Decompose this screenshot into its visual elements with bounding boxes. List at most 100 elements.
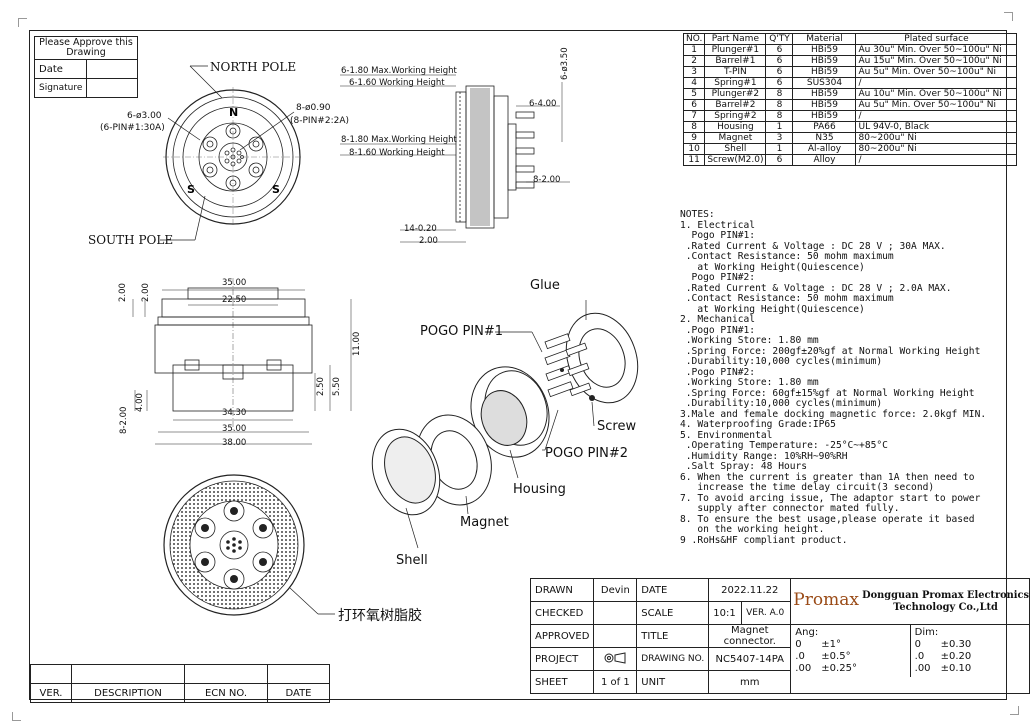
drawing-no-value: NC5407-14PA xyxy=(708,647,792,671)
drawn-label: DRAWN xyxy=(529,578,595,602)
corner-mark xyxy=(1004,12,1013,21)
scale-label: SCALE xyxy=(636,601,710,625)
side-dim-pin2-work: 8-1.60 Working Height xyxy=(349,148,445,158)
tolerance-precision: .00 xyxy=(914,663,931,674)
dim-rows: 0 ±0.30 .0 ±0.20 .00 ±0.10 xyxy=(915,639,1025,675)
approval-title: Please Approve this Drawing xyxy=(34,36,138,60)
exploded-label-screw: Screw xyxy=(597,419,637,434)
company-name-line2: Technology Co.,Ltd xyxy=(893,601,998,613)
side-dim-pin2-max: 8-1.80 Max.Working Height xyxy=(341,135,457,145)
parts-cell: 11 xyxy=(682,154,706,166)
parts-cell: Screw(M2.0) xyxy=(704,154,767,166)
side-dim-flange: 2.00 xyxy=(419,236,438,246)
pin2-dimension: 8-ø0.90 xyxy=(296,103,331,113)
title-value: Magnet connector. xyxy=(708,624,792,648)
tolerance-precision: 0 xyxy=(795,639,802,650)
section-dim-35-bot: 35.00 xyxy=(222,424,247,434)
section-dim-3430: 34.30 xyxy=(222,408,247,418)
technical-notes: NOTES: 1. Electrical Pogo PIN#1: .Rated … xyxy=(680,209,987,546)
unit-value: mm xyxy=(708,670,792,694)
side-view xyxy=(340,74,570,243)
unit-label: UNIT xyxy=(636,670,710,694)
drawing-no-label: DRAWING NO. xyxy=(636,647,710,671)
pin1-dimension: 6-ø3.00 xyxy=(127,111,162,121)
drawn-value: Devin xyxy=(593,578,638,602)
parts-cell: Plunger#1 xyxy=(704,44,767,56)
project-label: PROJECT xyxy=(529,647,595,671)
section-dim-35-top: 35.00 xyxy=(222,278,247,288)
approval-signature-label: Signature xyxy=(33,78,88,98)
exploded-label-pogo1: POGO PIN#1 xyxy=(420,324,504,339)
side-dim-pin-length: 6-4.00 xyxy=(529,99,557,109)
sheet-label: SHEET xyxy=(529,670,595,694)
side-dim-pin1-max: 6-1.80 Max.Working Height xyxy=(341,66,457,76)
promax-logo: Promax xyxy=(793,589,859,610)
tolerance-value: ±1° xyxy=(821,639,842,650)
side-dim-gap: 14-0.20 xyxy=(404,224,437,234)
projection-symbol xyxy=(593,647,638,671)
rev-description-header: DESCRIPTION xyxy=(71,683,185,703)
rev-date-header: DATE xyxy=(267,683,330,703)
tolerance-value: ±0.10 xyxy=(940,663,972,674)
section-dim-2250: 22.50 xyxy=(222,295,247,305)
date-label: DATE xyxy=(636,578,710,602)
rear-view xyxy=(163,474,305,616)
corner-mark xyxy=(12,712,21,721)
corner-mark xyxy=(18,18,27,27)
approval-signature-field[interactable] xyxy=(86,78,138,98)
exploded-label-glue: Glue xyxy=(530,278,560,293)
tolerance-precision: .00 xyxy=(795,663,812,674)
checked-label: CHECKED xyxy=(529,601,595,625)
title-block: DRAWN Devin DATE 2022.11.22 Promax Dongg… xyxy=(529,578,1030,694)
rev-ver-header: VER. xyxy=(30,683,72,703)
title-label: TITLE xyxy=(636,624,710,648)
exploded-label-housing: Housing xyxy=(513,482,566,497)
section-dim-3800: 38.00 xyxy=(222,438,247,448)
tolerance-precision: .0 xyxy=(914,651,925,662)
rev-ecn-header: ECN NO. xyxy=(184,683,268,703)
corner-mark xyxy=(1010,706,1019,715)
north-mark: N xyxy=(229,106,238,119)
tolerance-row: .00 ±0.10 xyxy=(915,663,1025,675)
ang-label: Ang: xyxy=(795,627,819,638)
tolerance-row: .0 ±0.5° xyxy=(795,651,905,663)
parts-cell: / xyxy=(855,154,1018,166)
tolerance-value: ±0.25° xyxy=(821,663,857,674)
exploded-view xyxy=(371,300,639,549)
side-dim-pin1-work: 6-1.60 Working Height xyxy=(349,78,445,88)
south-mark-left: S xyxy=(187,183,195,196)
company-name-line1: Dongguan Promax Electronics xyxy=(862,589,1029,601)
exploded-label-magnet: Magnet xyxy=(460,515,509,530)
section-view xyxy=(132,278,352,445)
parts-cell: Spring#1 xyxy=(704,77,767,89)
approved-label: APPROVED xyxy=(529,624,595,648)
date-value: 2022.11.22 xyxy=(708,578,792,602)
exploded-label-pogo2: POGO PIN#2 xyxy=(545,446,629,461)
approval-box: Please Approve this Drawing Date Signatu… xyxy=(33,36,138,98)
tolerance-precision: 0 xyxy=(914,639,922,650)
projection-symbol-icon xyxy=(604,651,626,664)
parts-cell: Magnet xyxy=(704,132,767,144)
tolerance-row: 0 ±0.30 xyxy=(915,639,1025,651)
tolerance-value: ±0.20 xyxy=(940,651,972,662)
front-view: N S S xyxy=(163,87,303,227)
tolerance-row: 0 ±1° xyxy=(795,639,905,651)
south-pole-label: SOUTH POLE xyxy=(88,233,174,247)
drawing-frame xyxy=(29,30,1007,700)
glue-annotation: 打环氧树脂胶 xyxy=(338,608,422,624)
tolerance-precision: .0 xyxy=(795,651,805,662)
tolerance-row: .00 ±0.25° xyxy=(795,663,905,675)
scale-value: 10:1 xyxy=(708,601,743,625)
dim-label: Dim: xyxy=(914,627,939,638)
company-cell: Promax Dongguan Promax Electronics Techn… xyxy=(790,578,1030,625)
tolerance-value: ±0.30 xyxy=(940,639,972,650)
tolerance-value: ±0.5° xyxy=(821,651,851,662)
north-pole-label: NORTH POLE xyxy=(210,60,297,74)
